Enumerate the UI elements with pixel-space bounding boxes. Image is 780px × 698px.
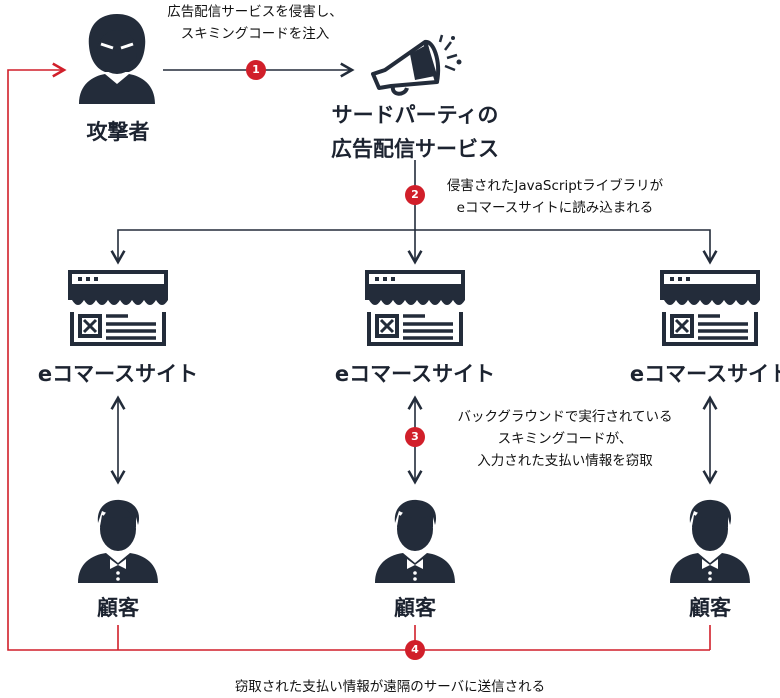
step4-badge: 4 [405, 640, 425, 660]
step2-note: 侵害されたJavaScriptライブラリが eコマースサイトに読み込まれる [435, 175, 675, 219]
store-icon [660, 270, 760, 350]
ecommerce-site-label: eコマースサイト [37, 362, 199, 386]
step1-line1: 広告配信サービスを侵害し、 [167, 4, 343, 20]
attacker-icon [79, 14, 155, 104]
customer-icon [76, 497, 160, 587]
store-icon [68, 270, 168, 350]
ad-service-label-line2: 広告配信サービス [331, 137, 499, 161]
megaphone-icon [371, 34, 462, 96]
step3-note: バックグラウンドで実行されている スキミングコードが、 入力された支払い情報を窃… [435, 406, 695, 472]
ad-service-label-line1: サードパーティの [331, 103, 499, 127]
ad-service-label: サードパーティの 広告配信サービス [315, 98, 515, 166]
customer-label: 顧客 [689, 596, 731, 620]
ecommerce-site-label: eコマースサイト [629, 362, 780, 386]
step1-note: 広告配信サービスを侵害し、 スキミングコードを注入 [150, 1, 360, 45]
customer-label: 顧客 [394, 596, 436, 620]
customer-icon [373, 497, 457, 587]
step2-line1: 侵害されたJavaScriptライブラリが [446, 178, 664, 194]
ecommerce-site-label: eコマースサイト [334, 362, 496, 386]
step1-line2: スキミングコードを注入 [180, 26, 330, 42]
step4-note: 窃取された支払い情報が遠隔のサーバに送信される [234, 679, 546, 695]
step3-badge: 3 [405, 427, 425, 447]
step2-line2: eコマースサイトに読み込まれる [456, 200, 654, 216]
customer-label: 顧客 [97, 596, 139, 620]
attacker-label: 攻撃者 [86, 120, 150, 144]
step3-line2: スキミングコードが、 [497, 431, 633, 447]
store-icon [365, 270, 465, 350]
step3-line1: バックグラウンドで実行されている [457, 409, 673, 425]
step1-badge: 1 [246, 60, 266, 80]
step3-line3: 入力された支払い情報を窃取 [477, 453, 653, 469]
customer-icon [668, 497, 752, 587]
branch-line [110, 229, 718, 265]
step2-badge: 2 [405, 185, 425, 205]
